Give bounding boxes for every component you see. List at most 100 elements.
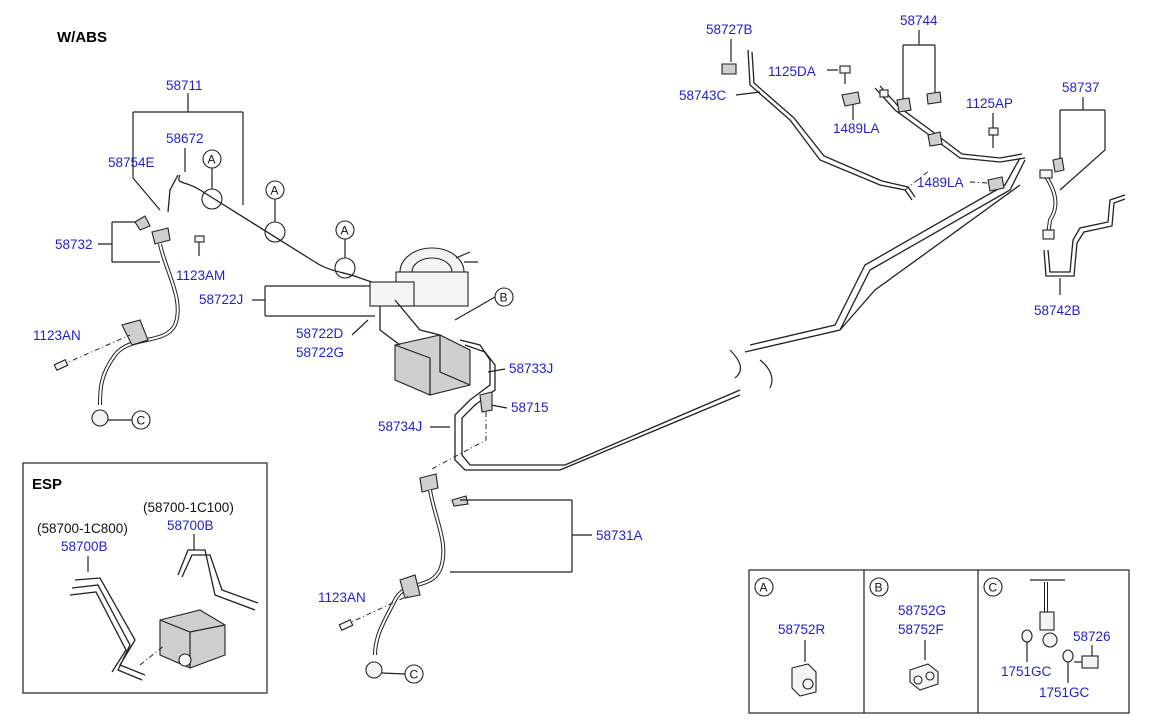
clip-58752R (791, 663, 817, 697)
label-1489LA-top: 1489LA (833, 121, 880, 136)
label-58754E: 58754E (108, 155, 155, 170)
label-58715: 58715 (511, 400, 549, 415)
bolt-1125AP (988, 127, 999, 136)
leader-58722D (351, 319, 369, 336)
label-58672: 58672 (166, 131, 204, 146)
esp-hydraulic-unit (159, 609, 226, 669)
clip-58727B (721, 63, 737, 75)
label-58737: 58737 (1062, 80, 1100, 95)
hose-bracket-upper (151, 227, 171, 245)
leader-58737 (1059, 97, 1106, 191)
mc-to-abs-pipes (379, 299, 441, 346)
detail-a-circle (754, 577, 774, 597)
esp-unit-motor (178, 653, 192, 667)
hose-bracket-58734J (419, 473, 439, 493)
banjo-fitting-right (365, 661, 383, 679)
label-1125AP: 1125AP (966, 96, 1013, 111)
pipe-clip-a-1 (201, 188, 223, 210)
detail-b-letter: B (875, 581, 883, 595)
esp-inset-box (22, 462, 268, 694)
callout-a-1-text: A (208, 153, 216, 167)
hose-bracket-front-right (399, 574, 421, 599)
bolt-58726-head (1081, 655, 1099, 669)
detail-c-banjo (1042, 632, 1058, 648)
bolt-1123an-top (53, 359, 69, 371)
esp-dash (139, 644, 166, 666)
label-58731A: 58731A (596, 528, 643, 543)
front-right-brake-hose (373, 489, 446, 656)
label-1123AN-top: 1123AN (33, 328, 81, 343)
label-58744: 58744 (900, 13, 938, 28)
front-right-brake-hose-inner (374, 489, 445, 656)
leader-58731A (450, 499, 592, 573)
rear-pipe-segment-2 (744, 157, 1026, 353)
detail-a-part: 58752R (778, 622, 826, 637)
callout-b-1-leader (454, 296, 496, 321)
bolt-1123am-head (194, 235, 205, 243)
washer-1751GC-1 (1021, 629, 1033, 643)
label-58743C: 58743C (679, 88, 727, 103)
detail-a-letter: A (760, 581, 768, 595)
clip-58732 (134, 215, 151, 231)
pipe-to-hose (167, 174, 179, 213)
bolt-1123an-bottom (338, 619, 354, 631)
esp-part-left: 58700B (61, 539, 108, 554)
clip-58744-a (896, 97, 912, 113)
detail-b-part1: 58752G (898, 603, 946, 618)
master-cylinder (369, 281, 415, 307)
detail-c-washer2: 1751GC (1039, 685, 1090, 700)
abs-unit-edges (394, 335, 471, 395)
union-rear-right (927, 131, 943, 147)
detail-boxes-frame (748, 569, 1130, 714)
diagram-title: W/ABS (57, 29, 107, 46)
label-58733J: 58733J (509, 361, 553, 376)
esp-title: ESP (32, 476, 62, 493)
pipe-clip-a-2 (264, 221, 286, 243)
front-left-brake-hose-inner (99, 243, 179, 406)
abs-to-rear-pipe-2 (461, 344, 565, 466)
rear-right-brake-hose-inner (1044, 174, 1057, 236)
label-1123AN-bottom: 1123AN (318, 590, 366, 605)
pipe-clip-a-3 (334, 257, 356, 279)
esp-code-right: (58700-1C100) (143, 500, 234, 515)
rear-pipe-58742B (1047, 194, 1126, 273)
booster-stud (455, 251, 478, 263)
label-1489LA-mid: 1489LA (917, 175, 964, 190)
clip-58737 (1052, 157, 1065, 173)
banjo-fitting-left (91, 409, 109, 427)
label-58722G: 58722G (296, 345, 344, 360)
leader-58715 (490, 404, 508, 409)
fitting-58744 (879, 89, 889, 98)
detail-c-fitting (1039, 611, 1055, 631)
callout-c-2-text: C (410, 668, 419, 682)
label-58711: 58711 (166, 78, 203, 93)
leader-58722J (252, 285, 375, 317)
clip-58752R-hole (802, 678, 814, 690)
abs-to-rear-pipe-1 (454, 339, 560, 471)
detail-b-circle (869, 577, 889, 597)
callout-b-1-text: B (500, 291, 508, 305)
abs-hydraulic-unit (394, 334, 471, 396)
esp-code-left: (58700-1C800) (37, 521, 128, 536)
callout-c-2-leader (381, 672, 406, 675)
clip-58731A (451, 495, 469, 507)
pipe-break-marks (729, 349, 773, 389)
rear-pipe-segment-3 (839, 184, 1021, 331)
dash-58715 (429, 412, 487, 471)
esp-part-right: 58700B (167, 518, 214, 533)
label-1125DA: 1125DA (768, 64, 816, 79)
detail-c-part: 58726 (1073, 629, 1111, 644)
detail-c-circle (983, 577, 1003, 597)
dash-1123AN-top (61, 334, 131, 366)
leader-1125DA (827, 69, 846, 84)
clip-58744-b (926, 91, 942, 105)
callout-a-3-text: A (341, 224, 349, 238)
leader-58711 (132, 93, 244, 205)
label-1123AM: 1123AM (176, 268, 225, 283)
union-58715 (479, 391, 493, 413)
clip-58752G-hole2 (925, 671, 935, 681)
clip-1489LA-top (841, 91, 861, 107)
esp-pipes-right (177, 549, 259, 611)
detail-b-part2: 58752F (898, 622, 944, 637)
